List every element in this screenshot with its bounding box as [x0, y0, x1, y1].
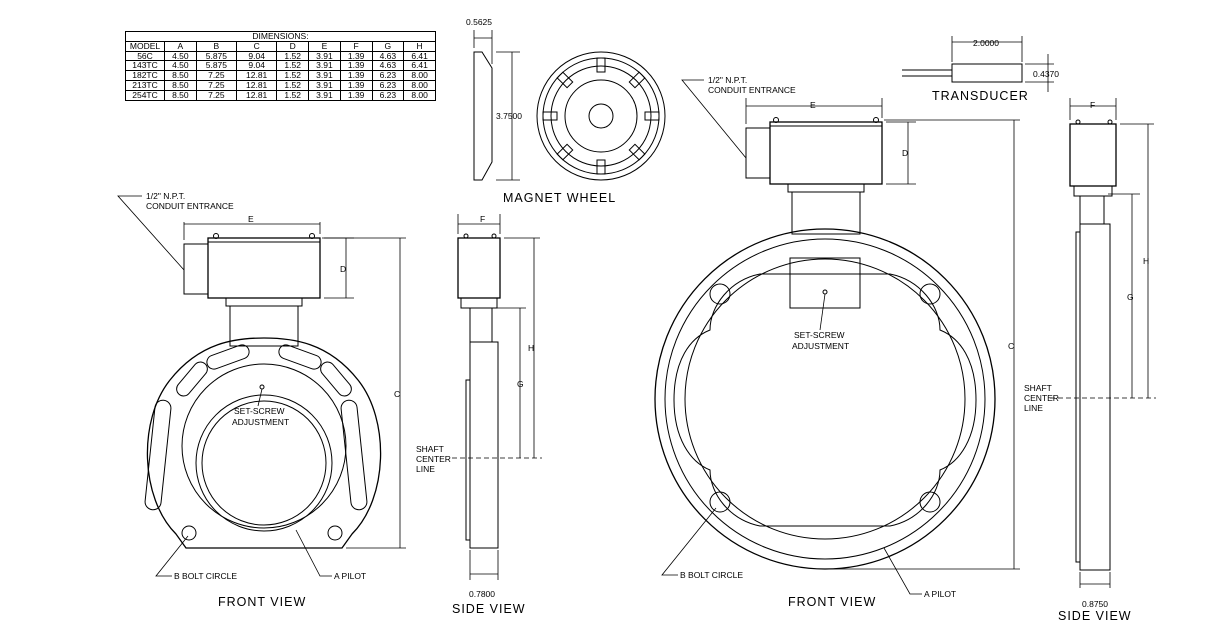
- magnet-wheel-side: 0.5625 3.7500: [466, 17, 522, 181]
- large-front-setscrew-line1: SET-SCREW: [794, 330, 845, 340]
- table-row: 182TC 8.50 7.25 12.81 1.52 3.91 1.39 6.2…: [125, 70, 436, 81]
- small-side-shaft-line2: CENTER: [416, 454, 451, 464]
- large-side-shaft-line2: CENTER: [1024, 393, 1059, 403]
- large-front-setscrew-line2: ADJUSTMENT: [792, 341, 849, 351]
- table-row: 213TC 8.50 7.25 12.81 1.52 3.91 1.39 6.2…: [125, 79, 436, 91]
- magnet-diameter-label: 3.7500: [496, 111, 522, 121]
- magnet-wheel-front: MAGNET WHEEL: [503, 51, 666, 205]
- table-cell: 12.81: [236, 89, 278, 101]
- large-side-dim-f: F: [1090, 100, 1095, 110]
- small-side-shaft-line3: LINE: [416, 464, 435, 474]
- small-front-view: E D C 1/2" N.P.T. CONDUIT ENTRANCE SET-S…: [117, 191, 406, 609]
- large-front-conduit-line2: CONDUIT ENTRANCE: [708, 85, 796, 95]
- small-front-dim-e: E: [248, 214, 254, 224]
- small-side-dim-f: F: [480, 214, 485, 224]
- small-front-setscrew-line1: SET-SCREW: [234, 406, 285, 416]
- small-front-bolt-circle: B BOLT CIRCLE: [174, 571, 237, 581]
- dimensions-table: DIMENSIONS: MODEL A B C D E F G H 56C 4.…: [125, 31, 436, 101]
- table-cell: 8.00: [403, 89, 436, 101]
- small-front-caption: FRONT VIEW: [218, 595, 306, 609]
- large-side-shaft-line1: SHAFT: [1024, 383, 1052, 393]
- transducer-caption: TRANSDUCER: [932, 89, 1029, 103]
- large-side-dim-h: H: [1143, 256, 1149, 266]
- large-front-caption: FRONT VIEW: [788, 595, 876, 609]
- table-cell: 254TC: [125, 89, 165, 101]
- small-side-width-label: 0.7800: [469, 589, 495, 599]
- magnet-thickness-label: 0.5625: [466, 17, 492, 27]
- large-side-shaft-line3: LINE: [1024, 403, 1043, 413]
- large-side-view: F H G SHAFT CENTER LINE 0.8750 SIDE VIEW: [1024, 98, 1156, 623]
- transducer-length-label: 2.0000: [973, 38, 999, 48]
- magnet-wheel-caption: MAGNET WHEEL: [503, 191, 616, 205]
- large-side-width-label: 0.8750: [1082, 599, 1108, 609]
- large-front-dim-d: D: [902, 148, 908, 158]
- table-header-row: MODEL A B C D E F G H: [125, 40, 436, 52]
- small-side-dim-g: G: [517, 379, 524, 389]
- transducer: 2.0000 0.4370 TRANSDUCER: [902, 36, 1059, 103]
- small-front-conduit-line1: 1/2" N.P.T.: [146, 191, 185, 201]
- small-front-dim-d: D: [340, 264, 346, 274]
- large-front-view: E D C 1/2" N.P.T. CONDUIT ENTRANCE SET-S…: [654, 75, 1020, 609]
- large-front-pilot: A PILOT: [924, 589, 956, 599]
- transducer-diameter-label: 0.4370: [1033, 69, 1059, 79]
- small-side-view: F H G SHAFT CENTER LINE 0.7800 SIDE VIEW: [416, 214, 542, 616]
- large-front-conduit-line1: 1/2" N.P.T.: [708, 75, 747, 85]
- large-front-dim-e: E: [810, 100, 816, 110]
- large-side-caption: SIDE VIEW: [1058, 609, 1132, 623]
- small-front-pilot: A PILOT: [334, 571, 366, 581]
- small-front-conduit-line2: CONDUIT ENTRANCE: [146, 201, 234, 211]
- small-side-caption: SIDE VIEW: [452, 602, 526, 616]
- small-side-shaft-line1: SHAFT: [416, 444, 444, 454]
- small-side-dim-h: H: [528, 343, 534, 353]
- large-side-dim-g: G: [1127, 292, 1134, 302]
- large-front-bolt-circle: B BOLT CIRCLE: [680, 570, 743, 580]
- small-front-dim-c: C: [394, 389, 400, 399]
- table-row: 254TC 8.50 7.25 12.81 1.52 3.91 1.39 6.2…: [125, 89, 436, 101]
- small-front-setscrew-line2: ADJUSTMENT: [232, 417, 289, 427]
- large-front-dim-c: C: [1008, 341, 1014, 351]
